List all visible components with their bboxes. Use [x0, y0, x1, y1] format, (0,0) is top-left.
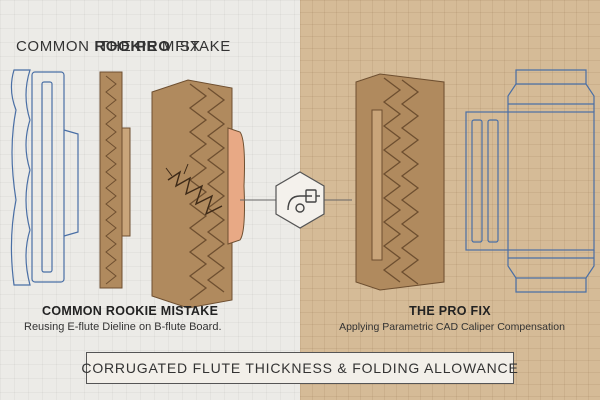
fix-caption-title: THE PRO FIX	[409, 304, 491, 318]
fix-caption-subtitle: Applying Parametric CAD Caliper Compensa…	[339, 321, 565, 333]
e-flute-board	[99, 71, 131, 289]
mistake-caption-subtitle: Reusing E-flute Dieline on B-flute Board…	[24, 321, 222, 333]
footer-banner: CORRUGATED FLUTE THICKNESS & FOLDING ALL…	[81, 352, 518, 384]
mistake-heading: COMMON ROOKIE MISTAKE	[16, 38, 231, 55]
caliper-icon	[287, 189, 320, 213]
center-connector	[240, 171, 352, 229]
b-flute-board-fixed	[355, 73, 445, 291]
fix-heading: THE PRO FIX	[99, 38, 201, 55]
mistake-caption-title: COMMON ROOKIE MISTAKE	[42, 304, 219, 318]
right-dieline	[465, 69, 595, 293]
b-flute-board-torn	[151, 79, 245, 309]
left-dieline	[10, 69, 79, 286]
